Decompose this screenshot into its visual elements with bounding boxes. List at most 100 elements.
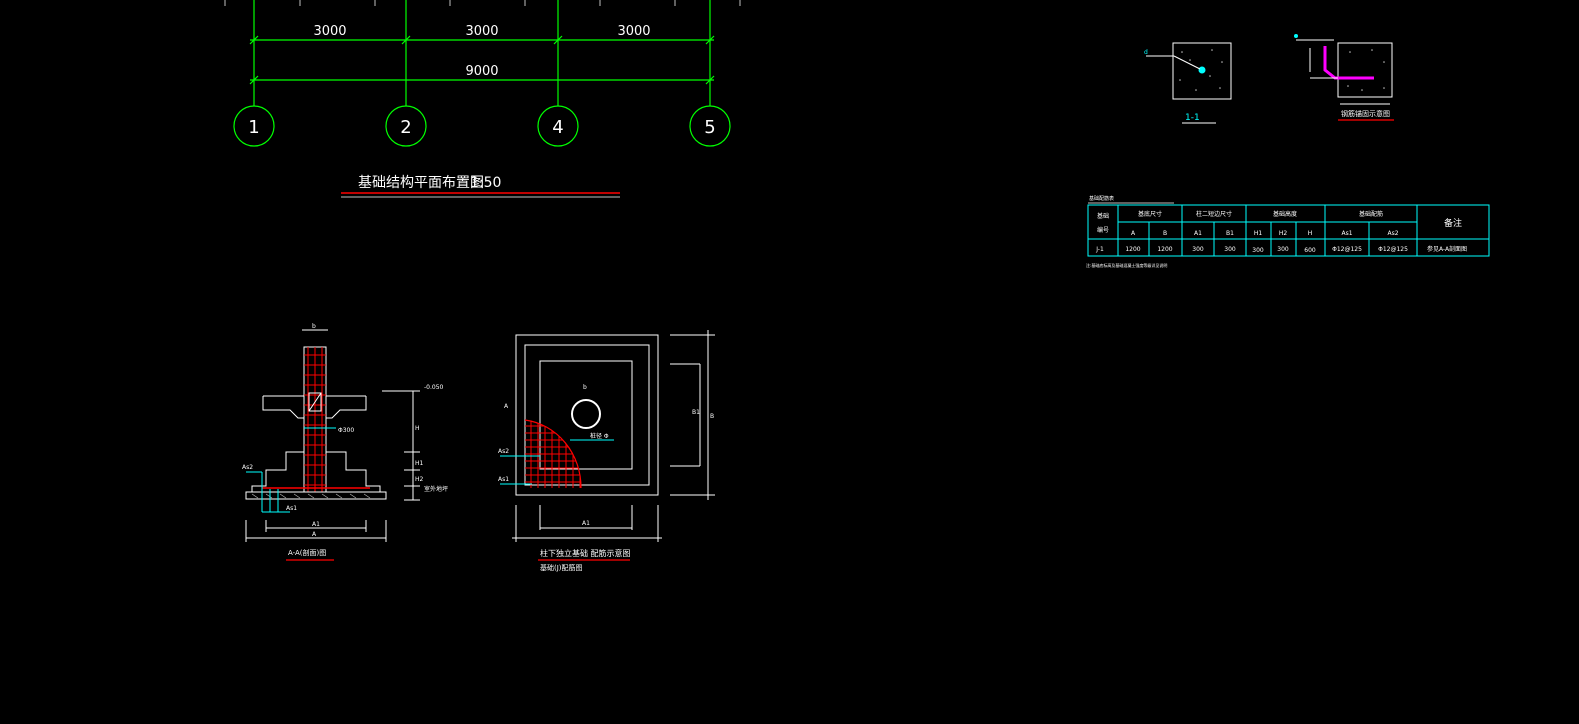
table-note: 注:基础底标高及基础混凝土强度等级详见说明 (1086, 262, 1167, 268)
h2-label: H2 (415, 476, 424, 483)
top-ticks (224, 0, 741, 6)
table-row: J-1 1200 1200 300 300 300 300 600 Φ12@12… (1095, 245, 1467, 254)
plan-detail-labels: A B B1 A1 As2 As1 b 桩径 Φ (498, 384, 714, 527)
plan-as1-label: As1 (498, 476, 509, 483)
cushion-layer (245, 491, 387, 500)
footing-step-1 (524, 344, 650, 486)
ground-label: 室外地坪 (424, 485, 448, 493)
a1-label: A1 (312, 521, 320, 528)
cell-h1: 300 (1252, 247, 1264, 254)
section-aa: b -0.050 室外地坪 Φ300 As2 As1 A1 A H H1 H2 … (242, 323, 448, 561)
footing-plan-detail: A B B1 A1 As2 As1 b 桩径 Φ 柱下独立基础 配筋示意图 基础… (498, 330, 715, 572)
cell-remark: 参见A-A剖面图 (1427, 245, 1467, 253)
axis-label-4: 4 (552, 117, 563, 138)
plan-leaders (500, 439, 614, 485)
plan-pile-label: 桩径 Φ (590, 432, 609, 440)
th-base-size: 基底尺寸 (1138, 210, 1162, 218)
elev-label: -0.050 (424, 384, 444, 391)
detail-2-box (1337, 42, 1393, 98)
dim-b-label: b (312, 323, 316, 330)
slab-outline (262, 395, 367, 419)
cell-h2: 300 (1277, 246, 1289, 253)
section-dims (245, 329, 387, 542)
h-label: H (415, 425, 420, 432)
section-aa-title: A-A(剖面)图 (288, 548, 326, 557)
detail-11-box (1172, 42, 1232, 100)
detail-11-label: 1-1 (1185, 113, 1200, 123)
plan-a1-label: A1 (582, 520, 590, 527)
dim-text-2: 3000 (465, 24, 498, 39)
svg-text:d: d (1144, 49, 1148, 56)
th-remark: 备注 (1444, 217, 1462, 229)
axis-label-1: 1 (248, 117, 259, 138)
cell-a1: 300 (1192, 246, 1204, 253)
as2-label: As2 (242, 464, 253, 471)
th-h2: H2 (1279, 230, 1288, 237)
th-b: B (1163, 230, 1167, 237)
cell-b1: 300 (1224, 246, 1236, 253)
cell-a: 1200 (1125, 246, 1140, 253)
diam-label: Φ300 (338, 427, 354, 434)
footing-step-2 (539, 360, 633, 470)
plan-as2-label: As2 (498, 448, 509, 455)
plan-bottom-dims (512, 505, 662, 542)
footing-outline (251, 451, 381, 492)
th-h1: H1 (1254, 230, 1263, 237)
th-a1: A1 (1194, 230, 1202, 237)
th-as1: As1 (1341, 230, 1352, 237)
plan-a-label: A (504, 403, 509, 410)
pipe-sleeve (308, 392, 322, 412)
plan-detail-subtitle: 基础(J)配筋图 (540, 563, 583, 572)
axis-bubbles: 1 2 4 5 (233, 105, 731, 147)
th-id-1: 基础 (1097, 212, 1109, 220)
plan-detail-title: 柱下独立基础 配筋示意图 (540, 548, 631, 558)
th-a: A (1131, 230, 1136, 237)
detail-anchor: 钢筋锚固示意图 (1294, 34, 1394, 121)
section-labels: b -0.050 室外地坪 Φ300 As2 As1 A1 A H H1 H2 (242, 323, 448, 538)
axis-bubble-1 (233, 105, 275, 147)
foundation-plan: 3000 3000 3000 9000 1 2 4 5 基础结构平面布置图 1:… (224, 0, 741, 198)
cell-as2: Φ12@125 (1378, 246, 1408, 253)
h1-label: H1 (415, 460, 424, 467)
pile-circle (571, 399, 601, 429)
plan-right-dims (670, 330, 715, 500)
dim-total-text: 9000 (465, 64, 498, 79)
schedule-table: 基础配筋表 基础 编号 基底尺寸 柱二短边尺寸 基础高度 基础配筋 备注 A (1086, 195, 1490, 268)
plan-b-dim-label: b (583, 384, 587, 391)
section-vdims (382, 390, 420, 501)
leaders (246, 427, 336, 513)
cell-b: 1200 (1157, 246, 1172, 253)
plan-title: 基础结构平面布置图 (358, 174, 484, 191)
table-caption: 基础配筋表 (1089, 195, 1114, 202)
plan-b1-label: B1 (692, 409, 700, 416)
axis-lines (253, 0, 711, 106)
th-h: H (1308, 230, 1313, 237)
axis-label-5: 5 (704, 117, 715, 138)
cell-h: 600 (1304, 247, 1316, 254)
rebar-quadrant (525, 420, 582, 488)
rebar-dot (1198, 66, 1206, 74)
th-rebar: 基础配筋 (1359, 210, 1383, 218)
detail-2-label: 钢筋锚固示意图 (1341, 109, 1390, 118)
th-as2: As2 (1387, 230, 1398, 237)
anchor-bar (1323, 46, 1374, 80)
th-col-size: 柱二短边尺寸 (1196, 210, 1232, 218)
dim-text-3: 3000 (617, 24, 650, 39)
dimension-lines (249, 35, 715, 85)
cell-id: J-1 (1095, 246, 1104, 253)
as1-label: As1 (286, 505, 297, 512)
axis-bubble-2 (385, 105, 427, 147)
footing-outer (515, 334, 659, 496)
detail-1-1: d 1-1 (1144, 42, 1232, 124)
axis-bubble-5 (689, 105, 731, 147)
plan-scale: 1:50 (470, 175, 501, 191)
cell-as1: Φ12@125 (1332, 246, 1362, 253)
axis-label-2: 2 (400, 117, 411, 138)
th-b1: B1 (1226, 230, 1234, 237)
table-grid (1087, 204, 1490, 257)
dimension-texts: 3000 3000 3000 9000 (313, 24, 650, 79)
th-height: 基础高度 (1273, 210, 1297, 218)
table-headers: 基础 编号 基底尺寸 柱二短边尺寸 基础高度 基础配筋 备注 A B A1 B1… (1097, 210, 1462, 237)
axis-bubble-4 (537, 105, 579, 147)
